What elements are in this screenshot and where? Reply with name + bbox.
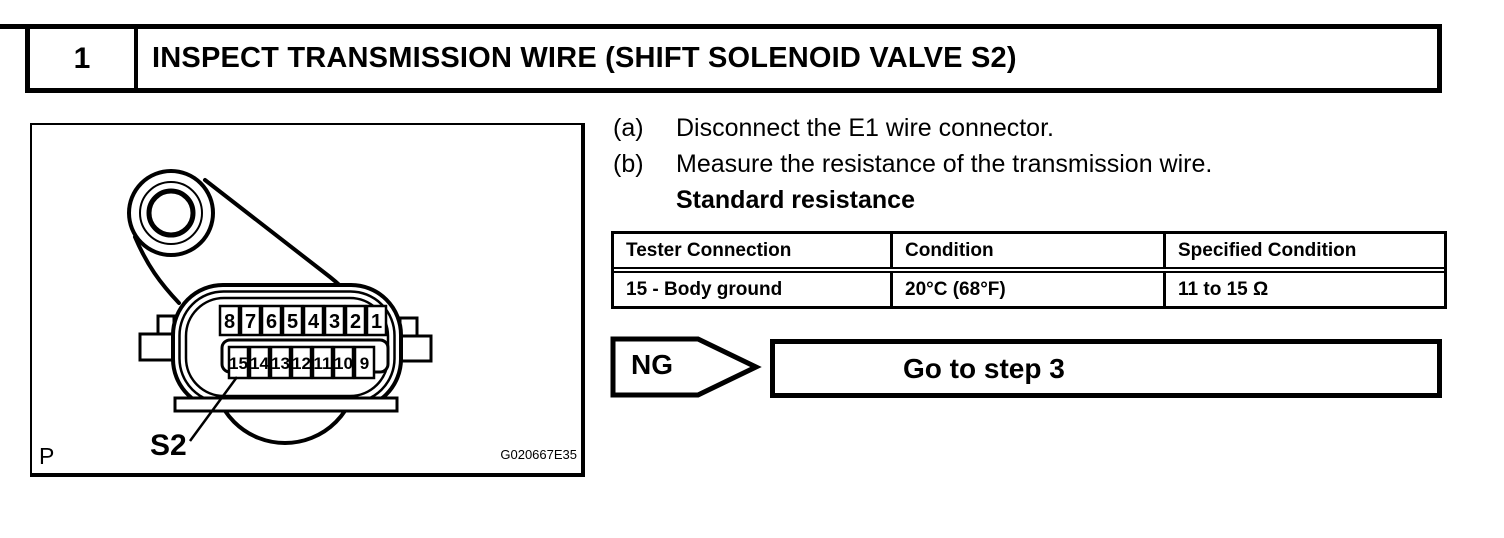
- cell-specified-condition: 11 to 15 Ω: [1178, 278, 1269, 300]
- instruction-item-a: (a) Disconnect the E1 wire connector.: [613, 110, 1212, 146]
- column-header-condition: Condition: [893, 234, 1166, 267]
- instruction-text: Measure the resistance of the transmissi…: [676, 150, 1213, 178]
- pin-number: 8: [224, 311, 235, 333]
- pin-number: 7: [245, 311, 256, 333]
- s2-leader-line: [188, 376, 239, 442]
- pin-row-bottom: [227, 345, 376, 380]
- instruction-marker: (b): [613, 150, 644, 178]
- column-header-tester-connection: Tester Connection: [614, 234, 893, 267]
- goto-step-box: Go to step 3: [770, 339, 1442, 398]
- pin-number: 4: [308, 311, 320, 333]
- pin-number: 9: [360, 354, 369, 373]
- panel-label: P: [39, 443, 55, 469]
- s2-label: S2: [150, 429, 187, 462]
- pin-number: 14: [250, 354, 269, 373]
- pin-number: 1: [371, 311, 382, 333]
- pin-number: 6: [266, 311, 277, 333]
- instruction-list: (a) Disconnect the E1 wire connector. (b…: [613, 110, 1212, 218]
- figure-code: G020667E35: [500, 447, 577, 462]
- cell-tester-connection: 15 - Body ground: [614, 273, 893, 306]
- column-header-specified-condition: Specified Condition: [1178, 239, 1357, 261]
- pin-number: 15: [229, 354, 248, 373]
- instruction-item-b: (b) Measure the resistance of the transm…: [613, 146, 1212, 182]
- table-row: 15 - Body ground 20°C (68°F) 11 to 15 Ω: [614, 271, 1444, 306]
- connector-figure: 8 7 6 5 4 3 2 1 15 14 13 12 11 10 9: [30, 123, 585, 477]
- instruction-text: Disconnect the E1 wire connector.: [676, 114, 1054, 142]
- pin-number: 5: [287, 311, 298, 333]
- pin-number: 2: [350, 311, 361, 333]
- ng-badge: NG: [631, 349, 673, 380]
- resistance-spec-table: Tester Connection Condition Specified Co…: [611, 231, 1447, 309]
- instruction-marker: (a): [613, 114, 644, 142]
- connector-diagram: 8 7 6 5 4 3 2 1 15 14 13 12 11 10 9: [127, 169, 433, 462]
- pin-number: 12: [292, 354, 311, 373]
- pin-number: 10: [334, 354, 353, 373]
- ng-arrow-icon: [610, 336, 762, 398]
- table-header-row: Tester Connection Condition Specified Co…: [614, 234, 1444, 269]
- bottom-flange: [173, 396, 399, 413]
- standard-resistance-heading: Standard resistance: [676, 186, 915, 214]
- pin-number: 11: [314, 354, 332, 373]
- step-title: INSPECT TRANSMISSION WIRE (SHIFT SOLENOI…: [152, 42, 1017, 74]
- pin-number: 3: [329, 311, 340, 333]
- step-header: 1 INSPECT TRANSMISSION WIRE (SHIFT SOLEN…: [25, 24, 1442, 93]
- pin-row-top-labels: 8 7 6 5 4 3 2 1: [224, 311, 382, 333]
- cell-condition: 20°C (68°F): [893, 273, 1166, 306]
- pin-row-top: [218, 304, 388, 337]
- mounting-hole-icon: [127, 169, 215, 257]
- pin-row-bottom-labels: 15 14 13 12 11 10 9: [229, 354, 369, 373]
- step-number: 1: [30, 29, 138, 88]
- pin-number: 13: [271, 354, 290, 373]
